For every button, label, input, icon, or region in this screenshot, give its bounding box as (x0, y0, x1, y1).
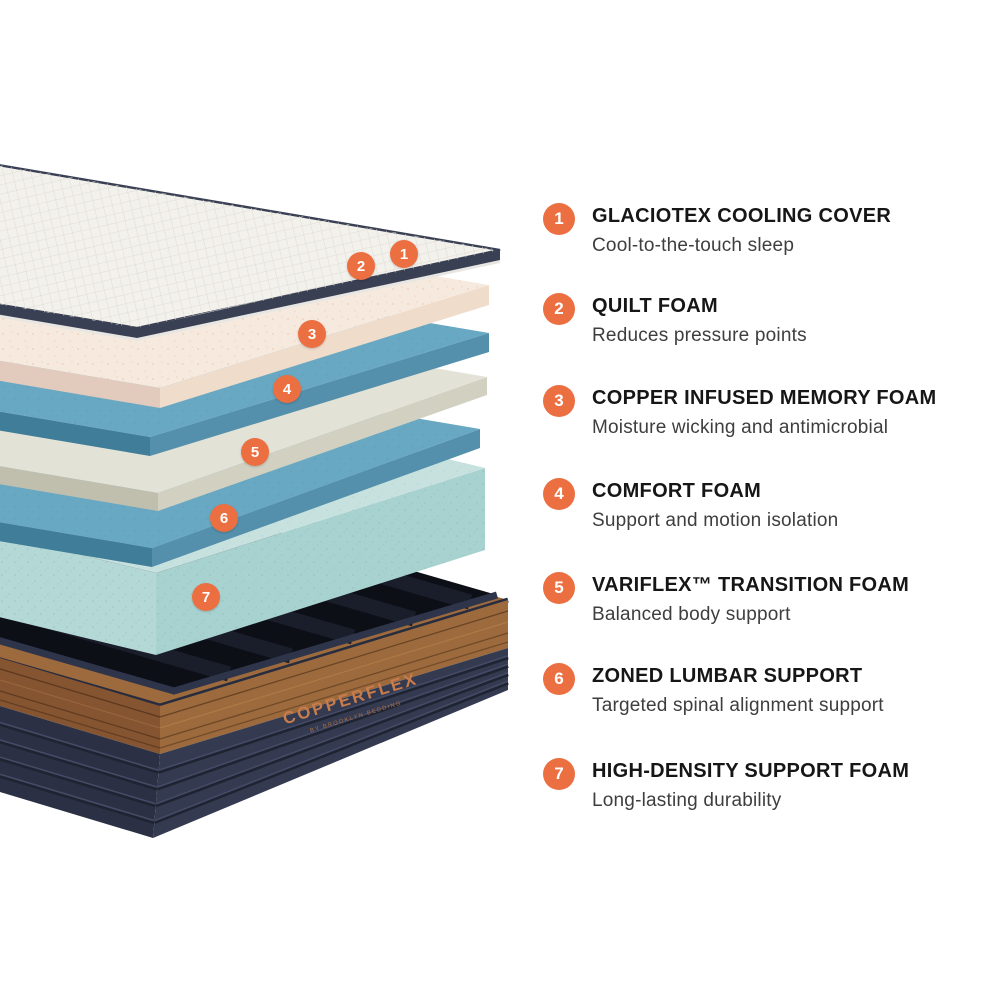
legend-badge-3: 3 (543, 385, 575, 417)
legend-item-title: COPPER INFUSED MEMORY FOAM (592, 387, 937, 409)
legend-badge-4: 4 (543, 478, 575, 510)
legend-item-description: Cool-to-the-touch sleep (592, 235, 795, 256)
legend-badge-7: 7 (543, 758, 575, 790)
legend-badge-6: 6 (543, 663, 575, 695)
base-grooves-left (0, 721, 160, 825)
wood-grain-left (0, 668, 161, 749)
legend-badge-2: 2 (543, 293, 575, 325)
legend-item-description: Reduces pressure points (592, 325, 807, 346)
legend-item-title: VARIFLEX™ TRANSITION FOAM (592, 574, 910, 596)
diagram-badge-4: 4 (273, 375, 301, 403)
layer-legend: 1 GLACIOTEX COOLING COVER Cool-to-the-to… (543, 0, 993, 1000)
diagram-badge-1: 1 (390, 240, 418, 268)
diagram-badge-3: 3 (298, 320, 326, 348)
legend-item-1: 1 GLACIOTEX COOLING COVER Cool-to-the-to… (543, 203, 891, 257)
legend-item-title: COMFORT FOAM (592, 480, 762, 502)
legend-item-7: 7 HIGH-DENSITY SUPPORT FOAM Long-lasting… (543, 758, 909, 812)
legend-item-description: Moisture wicking and antimicrobial (592, 417, 889, 438)
legend-item-3: 3 COPPER INFUSED MEMORY FOAM Moisture wi… (543, 385, 937, 439)
legend-item-2: 2 QUILT FOAM Reduces pressure points (543, 293, 807, 347)
legend-item-title: ZONED LUMBAR SUPPORT (592, 665, 863, 687)
legend-item-description: Balanced body support (592, 604, 791, 625)
diagram-badge-6: 6 (210, 504, 238, 532)
mattress-illustration: COPPERFLEX BY BROOKLYN BEDDING (0, 164, 509, 838)
legend-item-description: Long-lasting durability (592, 790, 782, 811)
legend-badge-1: 1 (543, 203, 575, 235)
diagram-badge-7: 7 (192, 583, 220, 611)
wood-grain-right (159, 610, 509, 749)
diagram-badge-5: 5 (241, 438, 269, 466)
legend-item-description: Support and motion isolation (592, 510, 839, 531)
legend-item-title: QUILT FOAM (592, 295, 718, 317)
base-grooves-right (153, 655, 509, 825)
legend-item-title: GLACIOTEX COOLING COVER (592, 205, 892, 227)
layer-cooling-cover-shape (0, 164, 501, 341)
legend-item-4: 4 COMFORT FOAM Support and motion isolat… (543, 478, 838, 532)
legend-item-title: HIGH-DENSITY SUPPORT FOAM (592, 760, 910, 782)
legend-badge-5: 5 (543, 572, 575, 604)
diagram-badge-2: 2 (347, 252, 375, 280)
legend-item-5: 5 VARIFLEX™ TRANSITION FOAM Balanced bod… (543, 572, 909, 626)
mattress-exploded-diagram: COPPERFLEX BY BROOKLYN BEDDING (0, 164, 509, 838)
legend-item-6: 6 ZONED LUMBAR SUPPORT Targeted spinal a… (543, 663, 884, 717)
legend-item-description: Targeted spinal alignment support (592, 695, 884, 716)
